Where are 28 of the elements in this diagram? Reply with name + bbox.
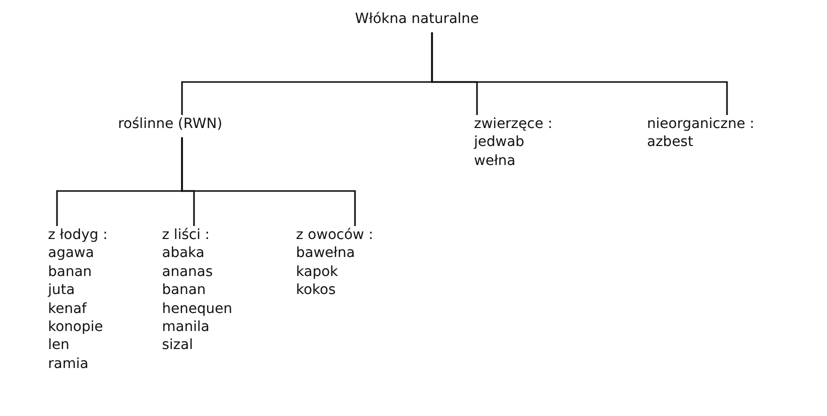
fiber-name: banan — [48, 262, 93, 282]
category-label: z owoców : — [296, 226, 374, 244]
category-label: z liści : — [162, 226, 211, 244]
fiber-name: bawełna — [296, 244, 356, 263]
fiber-name: agawa — [48, 244, 96, 263]
fiber-name: ramia — [48, 354, 90, 374]
tree-connector — [181, 137, 356, 226]
fiber-name: jedwab — [474, 133, 526, 152]
fiber-name: len — [48, 336, 70, 355]
fiber-name: ananas — [162, 262, 214, 282]
category-label: nieorganiczne : — [647, 115, 754, 134]
fiber-name: henequen — [162, 300, 232, 318]
fiber-name: kokos — [296, 281, 337, 300]
category-label: roślinne (RWN) — [118, 115, 222, 134]
fiber-name: abaka — [162, 244, 206, 263]
fiber-name: konopie — [48, 318, 104, 336]
fiber-name: juta — [48, 281, 76, 300]
fiber-name: manila — [162, 318, 210, 336]
category-label: Włókna naturalne — [355, 10, 479, 28]
category-label: zwierzęce : — [474, 115, 552, 134]
category-label: z łodyg : — [48, 226, 108, 244]
fiber-name: azbest — [647, 133, 694, 152]
fiber-name: sizal — [162, 336, 194, 355]
fiber-name: banan — [162, 281, 207, 300]
fiber-name: kapok — [296, 262, 339, 282]
fiber-name: wełna — [474, 152, 516, 170]
fiber-name: kenaf — [48, 300, 88, 318]
tree-connector — [431, 32, 728, 115]
